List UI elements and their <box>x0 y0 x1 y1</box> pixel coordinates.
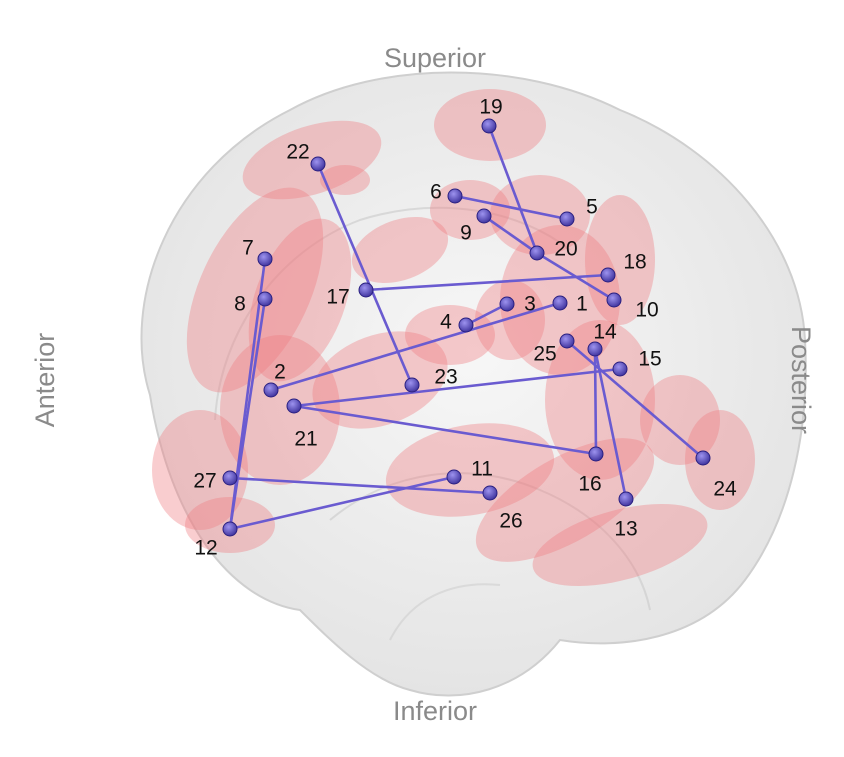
node-17 <box>358 282 374 298</box>
node-label-17: 17 <box>326 286 349 309</box>
node-label-5: 5 <box>586 196 598 219</box>
node-label-27: 27 <box>193 470 216 493</box>
node-label-21: 21 <box>294 428 317 451</box>
node-23 <box>404 377 420 393</box>
node-label-15: 15 <box>638 348 661 371</box>
node-label-7: 7 <box>242 237 254 260</box>
connection-lines <box>228 124 705 531</box>
region-nodes <box>222 118 711 537</box>
node-label-20: 20 <box>554 238 577 261</box>
node-6 <box>447 188 463 204</box>
node-11 <box>446 469 462 485</box>
node-2 <box>263 382 279 398</box>
node-labels: 1234567891011121314151617181920212223242… <box>193 96 737 560</box>
region-blob <box>351 217 449 283</box>
connection-19-20 <box>487 124 539 255</box>
connection-25-24 <box>565 339 705 460</box>
node-24 <box>695 450 711 466</box>
node-label-8: 8 <box>234 293 246 316</box>
node-16 <box>588 446 604 462</box>
region-blob <box>248 218 352 382</box>
region-blob <box>385 423 555 517</box>
node-label-22: 22 <box>286 141 309 164</box>
orientation-posterior: Posterior <box>786 326 816 434</box>
node-19 <box>481 118 497 134</box>
node-7 <box>257 251 273 267</box>
node-label-19: 19 <box>479 96 502 119</box>
node-15 <box>612 361 628 377</box>
node-14 <box>587 341 603 357</box>
node-20 <box>529 245 545 261</box>
region-blob <box>640 375 720 465</box>
orientation-inferior: Inferior <box>393 696 477 726</box>
region-blob <box>312 331 448 429</box>
node-label-14: 14 <box>593 321 617 344</box>
connection-27-26 <box>228 476 492 495</box>
node-label-11: 11 <box>471 458 493 481</box>
connection-8-12 <box>228 297 267 531</box>
connection-12-11 <box>228 475 456 531</box>
node-12 <box>222 521 238 537</box>
region-blob <box>320 165 370 195</box>
connection-21-15 <box>292 367 622 408</box>
region-blob <box>475 438 655 562</box>
node-3 <box>499 296 515 312</box>
orientation-superior: Superior <box>384 43 486 73</box>
node-1 <box>552 295 568 311</box>
node-label-23: 23 <box>434 366 457 389</box>
connection-17-18 <box>364 273 610 292</box>
region-blob <box>186 187 324 393</box>
node-27 <box>222 470 238 486</box>
node-4 <box>458 317 474 333</box>
connection-2-1 <box>269 301 562 392</box>
node-label-18: 18 <box>623 251 646 274</box>
node-label-1: 1 <box>576 293 588 316</box>
orientation-anterior: Anterior <box>30 333 60 428</box>
node-10 <box>606 292 622 308</box>
region-blob <box>152 410 248 530</box>
node-label-24: 24 <box>713 478 737 501</box>
node-label-26: 26 <box>499 510 522 533</box>
region-blob <box>685 410 755 510</box>
connection-4-3 <box>464 302 509 327</box>
node-26 <box>482 485 498 501</box>
connection-14-13 <box>593 347 628 501</box>
node-8 <box>257 291 273 307</box>
node-5 <box>559 211 575 227</box>
brain-outline <box>140 71 807 697</box>
node-label-13: 13 <box>614 518 637 541</box>
connection-6-5 <box>453 194 569 221</box>
node-label-6: 6 <box>430 181 442 204</box>
region-blob <box>475 280 545 360</box>
region-blob <box>545 320 655 480</box>
node-13 <box>618 491 634 507</box>
node-9 <box>476 208 492 224</box>
node-21 <box>286 398 302 414</box>
node-22 <box>310 156 326 172</box>
node-label-4: 4 <box>440 311 452 334</box>
node-label-12: 12 <box>194 537 217 560</box>
node-label-9: 9 <box>460 222 472 245</box>
connection-22-23 <box>316 162 414 387</box>
node-25 <box>559 333 575 349</box>
node-label-2: 2 <box>274 361 286 384</box>
node-label-25: 25 <box>533 343 556 366</box>
connection-21-16 <box>292 404 598 456</box>
node-label-16: 16 <box>578 473 601 496</box>
node-label-3: 3 <box>524 293 536 316</box>
node-label-10: 10 <box>635 299 658 322</box>
connection-9-20 <box>482 214 539 255</box>
node-18 <box>600 267 616 283</box>
region-blob <box>532 503 708 587</box>
